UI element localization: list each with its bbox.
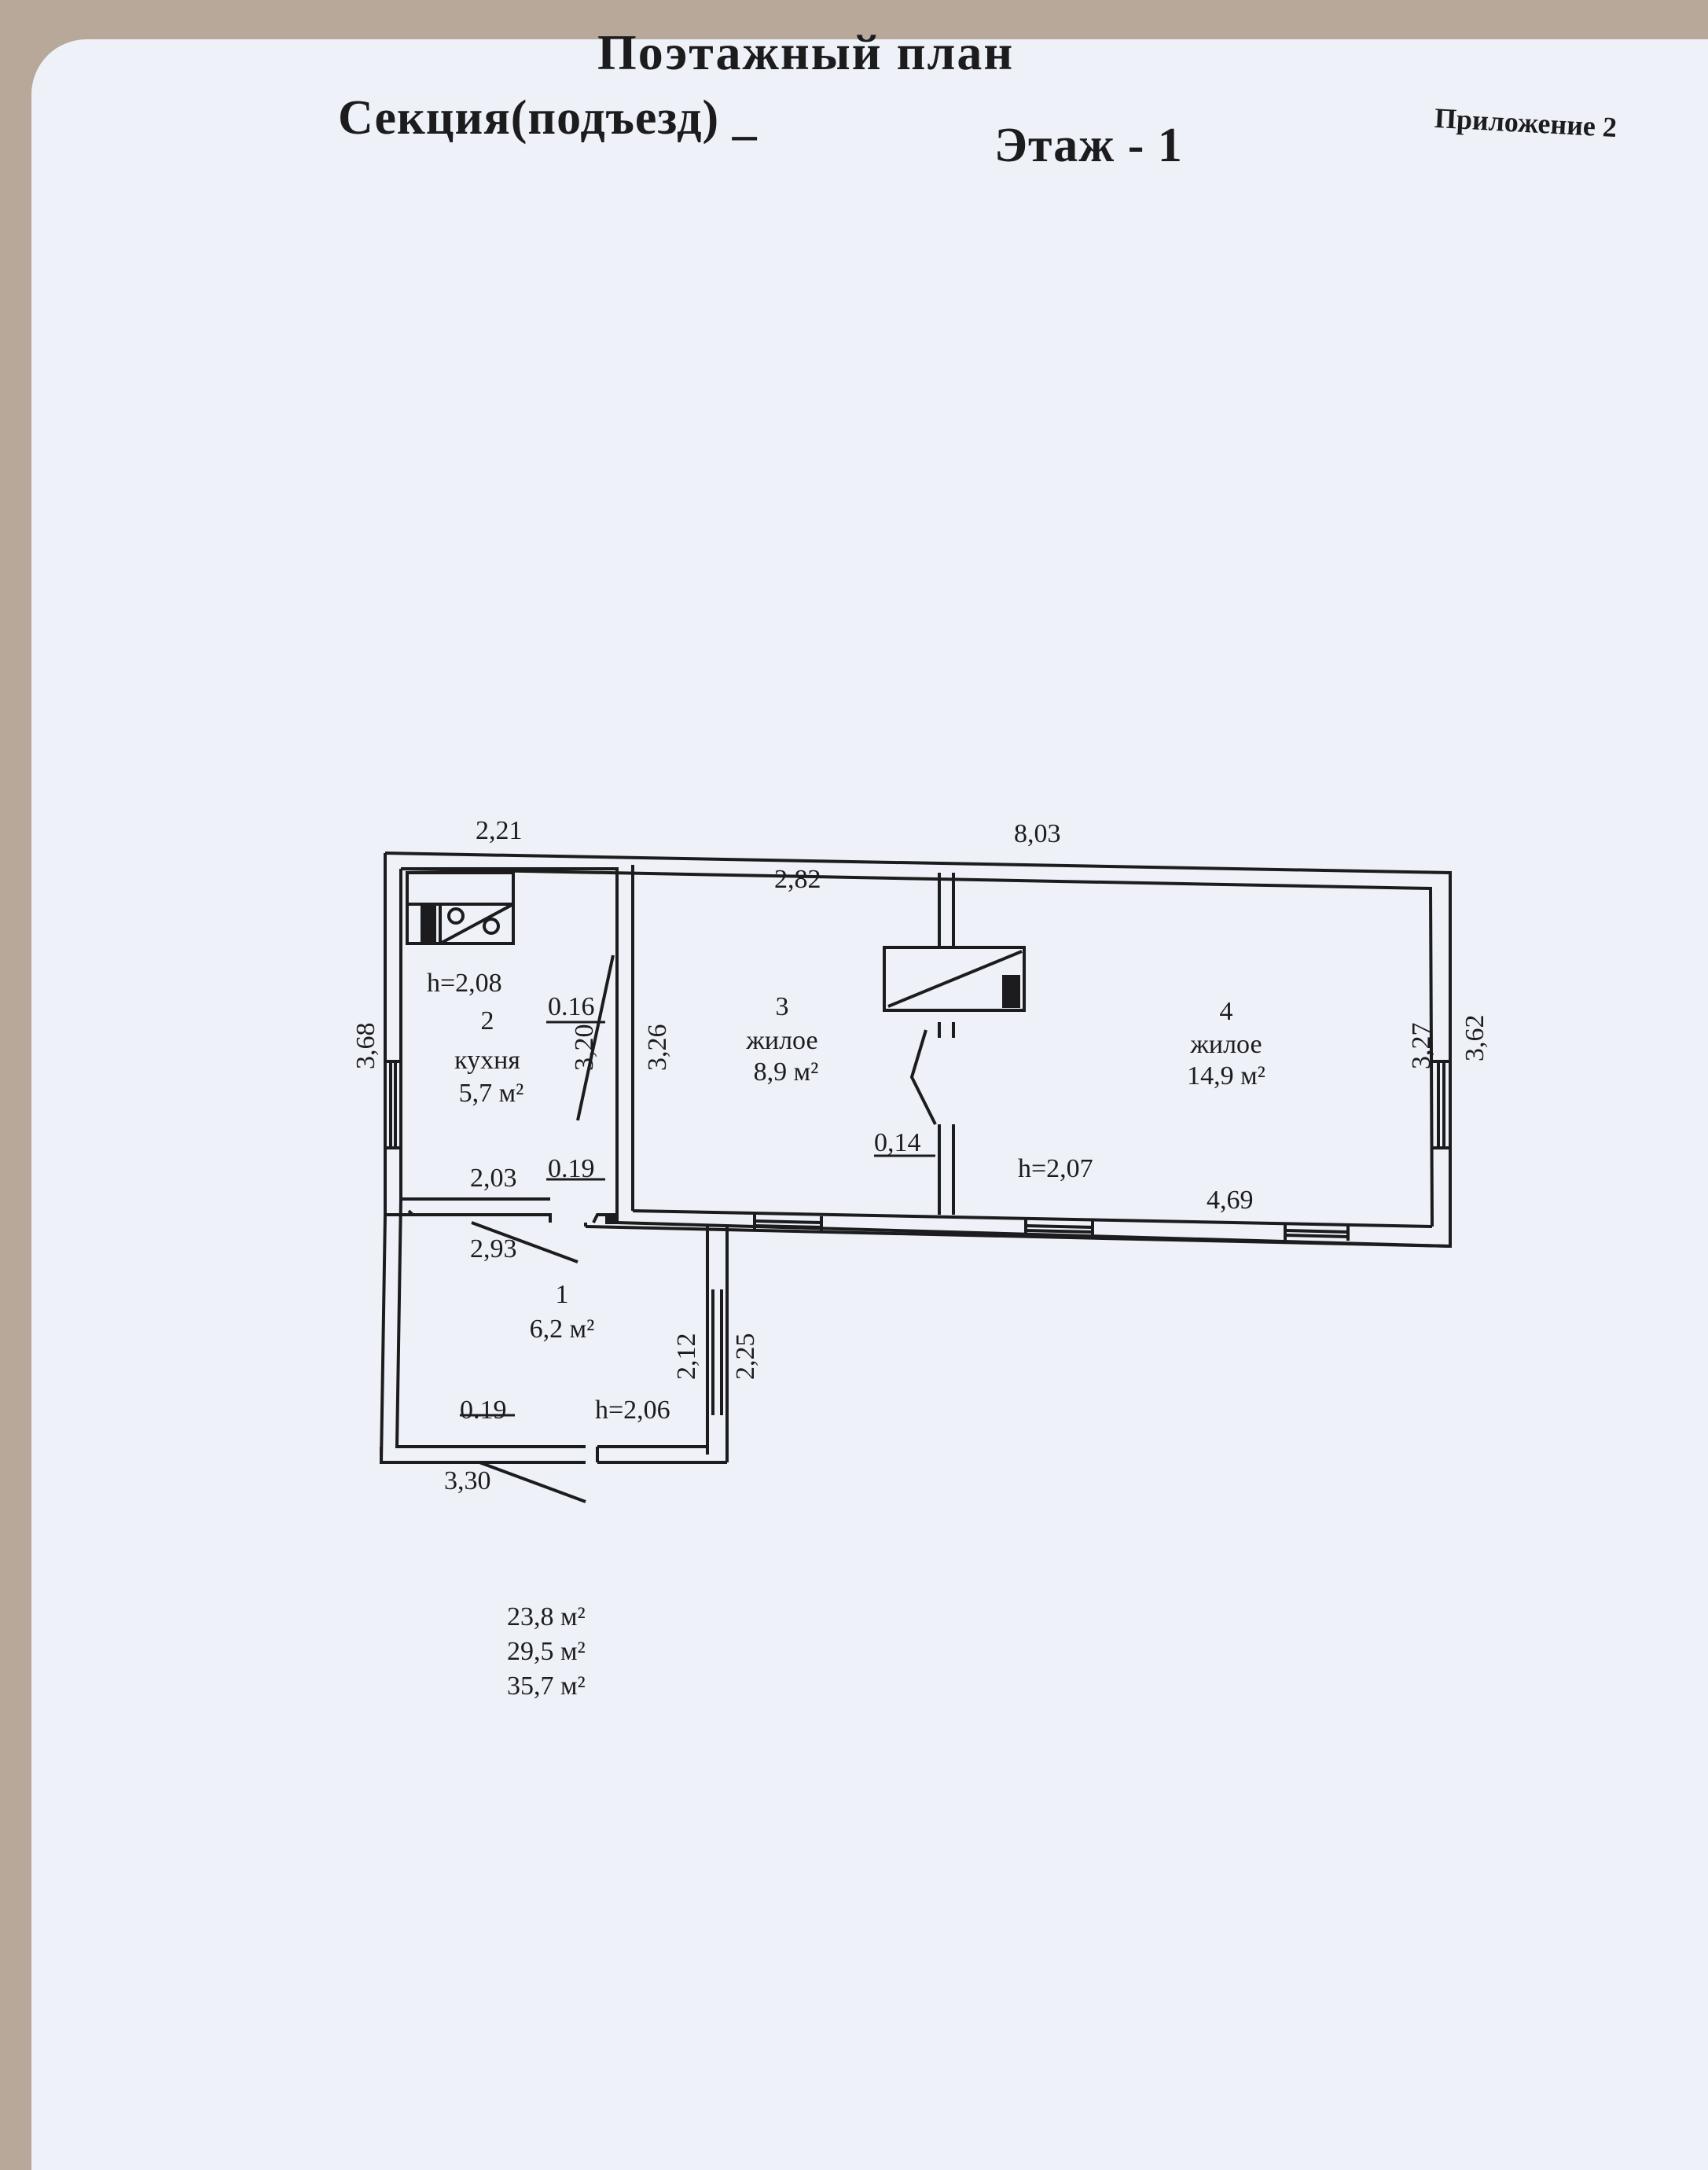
dimension-label: 3,62 (1460, 1014, 1489, 1062)
dimension-label: 3,20 (570, 1024, 599, 1072)
room-number: 3 (775, 992, 789, 1021)
dimension-label: 3,30 (444, 1466, 491, 1495)
outer-wall (400, 867, 1434, 1227)
room-number: 2 (480, 1006, 494, 1035)
section-label: Секция(подъезд) _ (338, 91, 758, 145)
dimension-label: 8,03 (1014, 819, 1061, 848)
dimension-label: 2,21 (476, 816, 523, 845)
room-area: 8,9 м² (753, 1057, 819, 1087)
dimension-label: 3,26 (643, 1024, 672, 1072)
outer-wall-left (395, 869, 586, 1448)
paper-sheet (31, 39, 1708, 2170)
page-title: Поэтажный план (597, 24, 1015, 80)
dimension-label: 4,69 (1207, 1186, 1254, 1215)
dimension-label: 3,27 (1407, 1022, 1436, 1070)
dimension-label: 0.16 (548, 992, 595, 1021)
room-name: жилое (746, 1026, 818, 1055)
dimension-label: 2,03 (470, 1164, 517, 1193)
dimension-label: 0.19 (548, 1154, 595, 1183)
dimension-label: 2,93 (470, 1234, 517, 1263)
dimension-label: 0,14 (874, 1128, 921, 1157)
dimension-label: 0.19 (460, 1396, 507, 1425)
room-number: 4 (1219, 997, 1233, 1026)
dimension-label: 3,68 (351, 1022, 380, 1070)
total-area: 35,7 м² (507, 1672, 586, 1701)
dimension-label: 2,25 (731, 1333, 760, 1381)
room-height: h=2,08 (427, 969, 502, 998)
total-area: 23,8 м² (507, 1602, 586, 1631)
dimension-label: 2,12 (672, 1333, 701, 1381)
floor-label: Этаж - 1 (994, 119, 1183, 172)
room-height: h=2,06 (595, 1396, 670, 1425)
room-height: h=2,07 (1018, 1154, 1093, 1183)
room-name: кухня (454, 1046, 520, 1075)
dimension-label: 2,82 (774, 865, 821, 894)
room-area: 6,2 м² (529, 1315, 595, 1344)
room-area: 5,7 м² (458, 1079, 524, 1108)
outer-wall (384, 851, 1452, 1249)
room-number: 1 (555, 1280, 569, 1309)
room-name: жилое (1190, 1030, 1262, 1059)
total-area: 29,5 м² (507, 1637, 586, 1666)
room-area: 14,9 м² (1187, 1061, 1265, 1091)
